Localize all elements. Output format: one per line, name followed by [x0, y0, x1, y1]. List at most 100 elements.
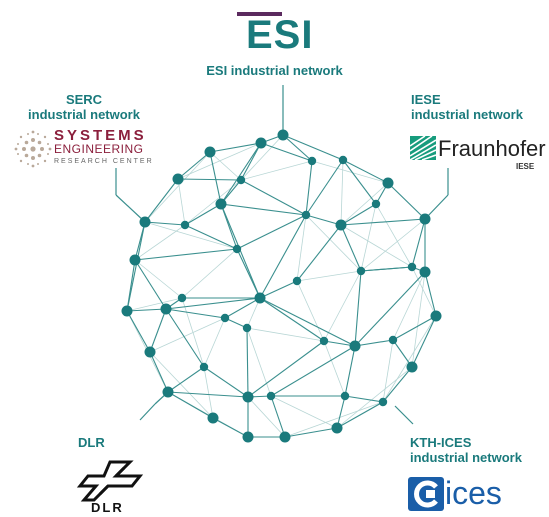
- network-edge: [354, 270, 362, 347]
- faint-edge: [240, 134, 284, 181]
- network-edge: [167, 391, 214, 419]
- faint-edge: [177, 178, 186, 226]
- network-node: [378, 397, 388, 407]
- ices-logo-text: ices: [445, 475, 502, 511]
- faint-edge: [149, 351, 214, 419]
- network-node: [388, 335, 398, 345]
- serc-logo-research-center: RESEARCH CENTER: [54, 158, 154, 165]
- kth-label-line1: KTH-ICES: [410, 435, 472, 450]
- network-edge: [360, 266, 413, 272]
- network-node: [338, 155, 348, 165]
- network-node: [292, 276, 302, 286]
- network-edge: [340, 203, 377, 226]
- network-edge: [144, 178, 179, 223]
- network-edge: [340, 218, 426, 226]
- network-edge: [259, 297, 356, 347]
- network-edge: [392, 315, 437, 341]
- faint-edge: [247, 396, 286, 438]
- esi-logo-bar: [237, 12, 282, 16]
- network-node: [172, 173, 184, 185]
- network-edge: [177, 178, 242, 181]
- network-node: [207, 412, 219, 424]
- iese-label-line2: industrial network: [411, 107, 523, 122]
- iese-label-line1: IESE: [411, 92, 441, 107]
- faint-edge: [246, 327, 325, 342]
- network-edge: [305, 160, 313, 216]
- network-node: [331, 422, 343, 434]
- network-node: [177, 293, 187, 303]
- network-node: [242, 323, 252, 333]
- network-edge: [126, 308, 167, 312]
- kth-label-line2: industrial network: [410, 450, 522, 465]
- network-node: [236, 175, 246, 185]
- serc-logo-systems: SYSTEMS: [54, 127, 147, 144]
- network-edge: [236, 214, 307, 250]
- dlr-cross-icon: [76, 460, 144, 502]
- faint-edges: [126, 134, 437, 438]
- serc-network-label: SERC industrial network: [14, 92, 154, 122]
- network-node: [356, 266, 366, 276]
- network-edge: [354, 271, 426, 347]
- network-edge: [387, 182, 426, 220]
- connector-line: [115, 194, 146, 223]
- network-edge: [382, 366, 413, 403]
- faint-edge: [246, 327, 272, 397]
- network-edge: [411, 315, 437, 368]
- serc-starburst-icon: [14, 130, 52, 168]
- kth-network-label: KTH-ICES industrial network: [410, 435, 549, 465]
- faint-edge: [296, 214, 307, 282]
- network-edge: [344, 395, 384, 403]
- network-edge: [305, 214, 342, 226]
- network-edge: [296, 224, 342, 282]
- faint-edge: [340, 182, 389, 226]
- network-node: [382, 177, 394, 189]
- network-node: [407, 262, 417, 272]
- network-node: [430, 310, 442, 322]
- iese-network-label: IESE industrial network: [411, 92, 549, 122]
- network-node: [180, 220, 190, 230]
- network-node: [277, 129, 289, 141]
- network-node: [255, 137, 267, 149]
- network-node: [144, 346, 156, 358]
- faint-edge: [340, 159, 344, 226]
- network-edge: [247, 340, 325, 398]
- network-node: [419, 266, 431, 278]
- network-edge: [165, 308, 226, 319]
- serc-logo-engineering: ENGINEERING: [54, 142, 144, 156]
- faint-edge: [203, 317, 226, 368]
- network-edge: [209, 151, 222, 205]
- network-node: [254, 292, 266, 304]
- network-edge: [212, 417, 249, 438]
- faint-edge: [126, 297, 183, 312]
- fraunhofer-logo-text: Fraunhofer: [438, 136, 546, 161]
- network-node: [215, 198, 227, 210]
- network-edge: [260, 142, 313, 162]
- faint-edge: [144, 151, 211, 223]
- network-node: [419, 213, 431, 225]
- connector-line: [394, 405, 414, 425]
- faint-edge: [311, 160, 389, 184]
- network-node: [242, 391, 254, 403]
- network-edge: [392, 339, 413, 368]
- network-edge: [411, 218, 426, 268]
- dlr-label: DLR: [78, 435, 105, 450]
- network-edge: [259, 214, 307, 299]
- network-edge: [149, 308, 167, 353]
- network-edge: [149, 351, 169, 393]
- connector-lines: [115, 85, 449, 425]
- network-edges: [126, 134, 437, 438]
- network-node: [340, 391, 350, 401]
- network-node: [371, 199, 381, 209]
- faint-edge: [203, 366, 214, 419]
- network-edge: [270, 345, 356, 397]
- network-edge: [220, 142, 262, 205]
- faint-edge: [209, 151, 242, 181]
- network-node: [121, 305, 133, 317]
- faint-edge: [411, 271, 426, 368]
- ices-c-icon: [408, 477, 444, 511]
- faint-edge: [360, 203, 377, 272]
- network-edge: [165, 308, 205, 368]
- esi-logo: ESI: [246, 13, 314, 57]
- network-node: [335, 219, 347, 231]
